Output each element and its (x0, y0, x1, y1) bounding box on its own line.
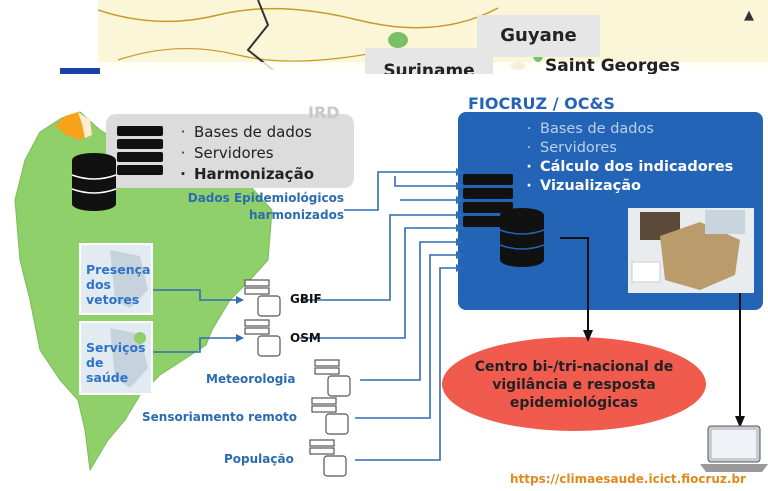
compass-north-icon: ▲ (744, 8, 754, 23)
dados-epidemiologicos-label: Dados Epidemiológicos harmonizados (187, 191, 344, 222)
ird-title: IRD (308, 103, 340, 122)
visualization-thumbnail (628, 208, 754, 293)
label-suriname: Suriname (365, 48, 493, 74)
centro-label: Centro bi-/tri-nacional de vigilância e … (474, 359, 674, 411)
presenca-label: Presença dos vetores (86, 262, 151, 307)
fiocruz-list: Bases de dados Servidores Cálculo dos in… (518, 120, 733, 196)
label-guyane: Guyane (477, 15, 600, 57)
map-legend-bar (60, 68, 100, 74)
fiocruz-item-vizualizacao: Vizualização (518, 177, 733, 196)
gbif-db-icon (244, 279, 281, 317)
fiocruz-database-icon (499, 208, 545, 267)
ird-database-icon (71, 153, 117, 211)
label-saint-georges: Saint Georges (545, 56, 681, 74)
meteorologia-db-icon (314, 359, 351, 397)
populacao-label: População (224, 452, 294, 466)
ird-item-harmonizacao: Harmonização (172, 164, 314, 185)
servicos-label: Serviços de saúde (86, 340, 146, 385)
site-url-link[interactable]: https://climaesaude.icict.fiocruz.br (510, 472, 746, 486)
laptop-icon (700, 425, 768, 472)
sensoriamento-db-icon (311, 397, 349, 435)
fiocruz-item-servidores: Servidores (518, 139, 733, 158)
populacao-db-icon (309, 439, 347, 477)
centro-oval (442, 337, 706, 431)
fiocruz-item-bases: Bases de dados (518, 120, 733, 139)
osm-label: OSM (290, 331, 321, 345)
meteorologia-label: Meteorologia (206, 372, 296, 386)
ird-server-icon (117, 126, 163, 175)
gbif-label: GBIF (290, 292, 322, 306)
fiocruz-title: FIOCRUZ / OC&S (468, 94, 615, 113)
ird-list: Bases de dados Servidores Harmonização (172, 122, 314, 185)
sensoriamento-label: Sensoriamento remoto (142, 410, 297, 424)
ird-item-bases: Bases de dados (172, 122, 314, 143)
fiocruz-item-calculo: Cálculo dos indicadores (518, 158, 733, 177)
ird-item-servidores: Servidores (172, 143, 314, 164)
osm-db-icon (244, 319, 281, 357)
